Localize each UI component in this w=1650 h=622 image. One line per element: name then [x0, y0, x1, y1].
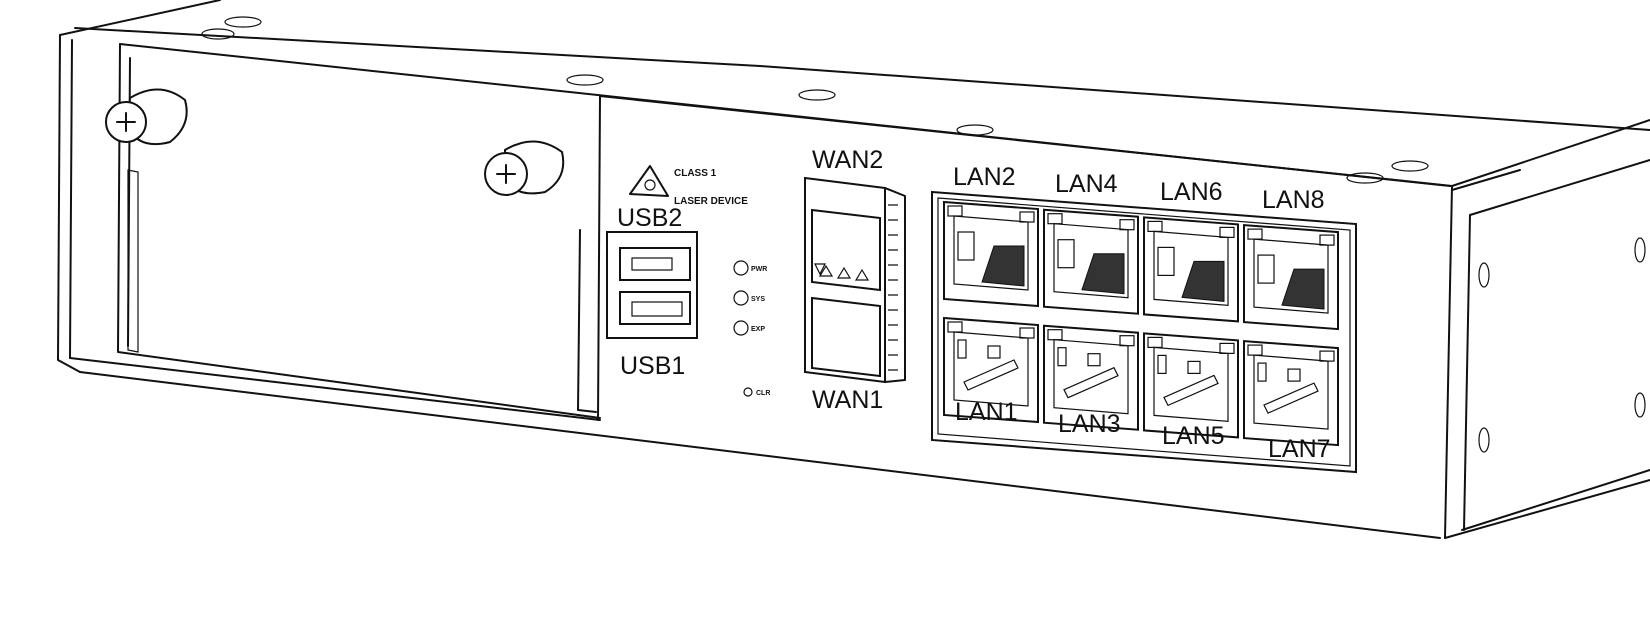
lan-port-lan1[interactable]	[943, 316, 1039, 424]
lan-label-bottom-2: LAN3	[1058, 410, 1121, 438]
laser-class-label: CLASS 1	[674, 168, 717, 179]
lan-label-bottom-1: LAN1	[955, 398, 1018, 426]
lan-port-lan4[interactable]	[1043, 208, 1139, 315]
clear-button[interactable]: CLR	[743, 387, 770, 397]
chassis-outline	[57, 0, 1650, 539]
lan-port-lan2[interactable]	[943, 200, 1039, 308]
lan-port-lan6[interactable]	[1143, 216, 1239, 323]
usb2-port[interactable]	[619, 247, 691, 281]
led-label-pwr: PWR	[751, 266, 767, 273]
lan-port-lan5[interactable]	[1143, 332, 1239, 439]
laser-warning-icon	[629, 165, 669, 197]
usb1-label: USB1	[620, 352, 685, 380]
lan-port-lan3[interactable]	[1043, 324, 1139, 431]
led-label-exp: EXP	[751, 326, 765, 333]
usb-block: USB2 USB1	[606, 204, 698, 380]
lan-port-lan8[interactable]	[1243, 224, 1339, 331]
exp-led-icon	[733, 320, 749, 336]
lan-port-lan7[interactable]	[1243, 340, 1339, 447]
thumb-screw-left[interactable]	[105, 88, 188, 146]
wan1-label: WAN1	[812, 386, 883, 414]
thumb-screw-right[interactable]	[484, 140, 565, 196]
lan-label-top-4: LAN8	[1262, 186, 1325, 214]
lan-label-bottom-3: LAN5	[1162, 422, 1225, 450]
status-leds: PWR SYS EXP	[733, 260, 767, 336]
laser-device-label: LASER DEVICE	[674, 196, 748, 207]
wan1-port[interactable]	[811, 296, 881, 378]
wan-sfp-cage: WAN2 WAN1	[804, 146, 906, 414]
pwr-led-icon	[733, 260, 749, 276]
usb2-label: USB2	[617, 204, 682, 232]
sys-led-icon	[733, 290, 749, 306]
lan-label-top-2: LAN4	[1055, 170, 1118, 198]
led-label-sys: SYS	[751, 296, 765, 303]
clr-button-icon	[743, 387, 753, 397]
lan-ports	[943, 200, 1339, 447]
lan-label-bottom-4: LAN7	[1268, 435, 1331, 463]
lan-label-top-3: LAN6	[1160, 178, 1223, 206]
clr-label: CLR	[756, 390, 770, 397]
lan-label-top-1: LAN2	[953, 163, 1016, 191]
laser-warning: CLASS 1 LASER DEVICE	[629, 165, 748, 207]
wan2-label: WAN2	[812, 146, 883, 174]
usb1-port[interactable]	[619, 291, 691, 325]
